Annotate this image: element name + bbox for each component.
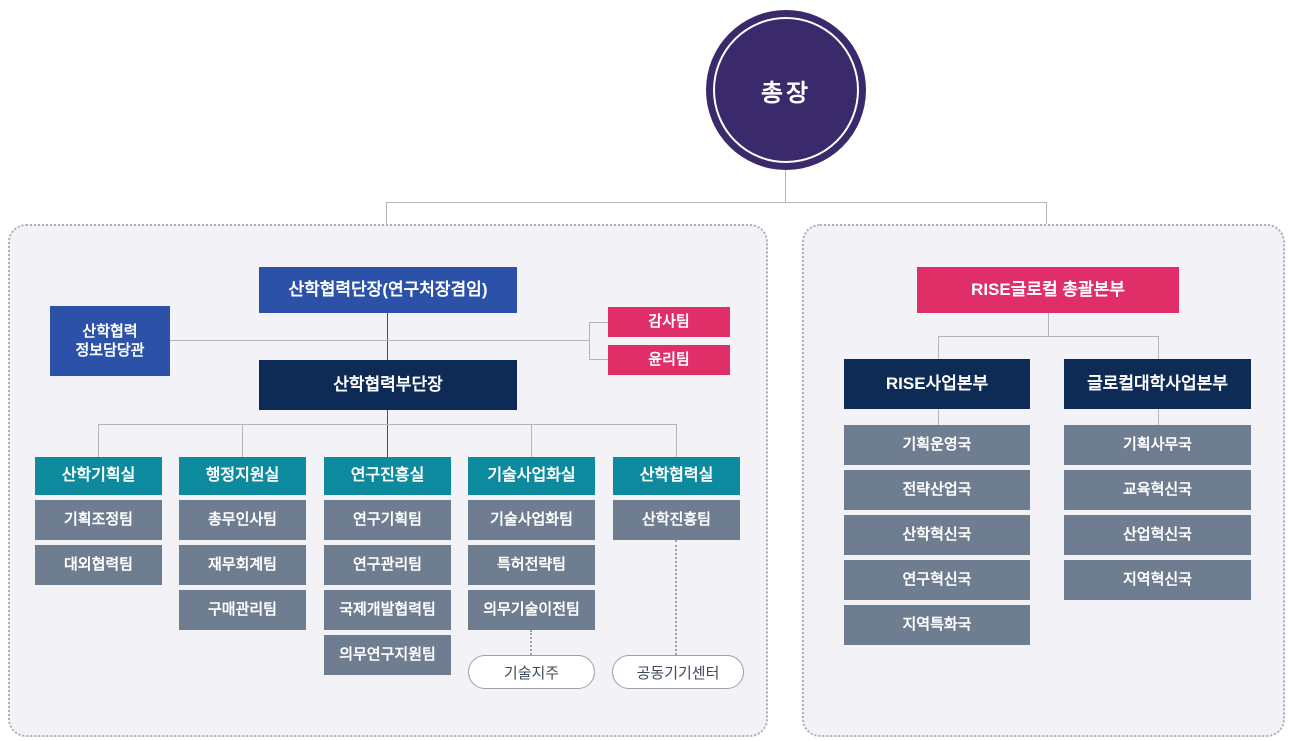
connector-division-drop-4 [531,424,532,457]
bureau-box-1-1: 기획운영국 [844,425,1030,465]
connector-info-audit [170,340,589,341]
connector-division-drop-2 [242,424,243,457]
team-box-2-1: 총무인사팀 [179,500,306,540]
bureau-box-1-2: 전략산업국 [844,470,1030,510]
rise-head-box: RISE글로컬 총괄본부 [917,267,1179,313]
bureau-box-2-1: 기획사무국 [1064,425,1251,465]
ethics-team-box: 윤리팀 [608,345,730,375]
team-box-4-1: 기술사업화팀 [468,500,595,540]
connector-deputy-stem [387,410,388,457]
team-box-3-2: 연구관리팀 [324,545,451,585]
connector-rise-drop-1 [938,336,939,359]
connector-dotted-affiliate-2 [675,540,677,655]
bureau-box-1-3: 산학혁신국 [844,515,1030,555]
president-circle-ring [713,17,859,163]
head-box-danjang: 산학협력단장(연구처장겸임) [259,267,517,313]
branch-header-rise: RISE사업본부 [844,359,1030,409]
division-header-2: 행정지원실 [179,457,306,495]
connector-division-drop-5 [676,424,677,457]
audit-team-box: 감사팀 [608,307,730,337]
connector-divisions-branch [98,424,677,425]
connector-stem [785,170,786,203]
connector-audit-stub1 [589,322,608,323]
bureau-box-1-4: 연구혁신국 [844,560,1030,600]
team-box-2-2: 재무회계팀 [179,545,306,585]
president-circle: 총장 [706,10,866,170]
info-officer-box: 산학협력 정보담당관 [50,306,170,376]
team-box-1-2: 대외협력팀 [35,545,162,585]
connector-rise-drop-2 [1158,336,1159,359]
bureau-box-2-3: 산업혁신국 [1064,515,1251,555]
panel-rise-glocal: RISE글로컬 총괄본부 RISE사업본부 글로컬대학사업본부 기획운영국 전략… [802,224,1285,737]
connector-audit-stub2 [589,359,608,360]
team-box-1-1: 기획조정팀 [35,500,162,540]
division-header-5: 산학협력실 [613,457,740,495]
bureau-box-2-4: 지역혁신국 [1064,560,1251,600]
connector-audit-splitter [589,322,590,360]
connector-drop-left [386,202,387,224]
team-box-2-3: 구매관리팀 [179,590,306,630]
connector-rise-branch [938,336,1158,337]
panel-sanhak-cooperation: 산학협력단장(연구처장겸임) 산학협력 정보담당관 감사팀 윤리팀 산학협력부단… [8,224,768,737]
branch-header-glocal: 글로컬대학사업본부 [1064,359,1251,409]
team-box-5-1: 산학진흥팀 [613,500,740,540]
deputy-head-box: 산학협력부단장 [259,360,517,410]
affiliate-pill-holding: 기술지주 [468,655,595,689]
info-officer-line1: 산학협력 [82,322,138,340]
division-header-3: 연구진흥실 [324,457,451,495]
team-box-3-1: 연구기획팀 [324,500,451,540]
team-box-4-2: 특허전략팀 [468,545,595,585]
connector-branch [386,202,1047,203]
connector-division-drop-1 [98,424,99,457]
connector-dotted-affiliate-1 [530,630,532,655]
team-box-4-3: 의무기술이전팀 [468,590,595,630]
connector-head-deputy [387,313,388,360]
team-box-3-3: 국제개발협력팀 [324,590,451,630]
division-header-1: 산학기획실 [35,457,162,495]
affiliate-pill-center: 공동기기센터 [612,655,744,689]
bureau-box-1-5: 지역특화국 [844,605,1030,645]
bureau-box-2-2: 교육혁신국 [1064,470,1251,510]
info-officer-line2: 정보담당관 [75,342,145,359]
connector-drop-right [1046,202,1047,224]
division-header-4: 기술사업화실 [468,457,595,495]
team-box-3-4: 의무연구지원팀 [324,635,451,675]
president-label: 총장 [760,79,812,107]
connector-rise-stem [1048,313,1049,336]
connector-branch-stub-1 [938,409,939,425]
connector-branch-stub-2 [1158,409,1159,425]
